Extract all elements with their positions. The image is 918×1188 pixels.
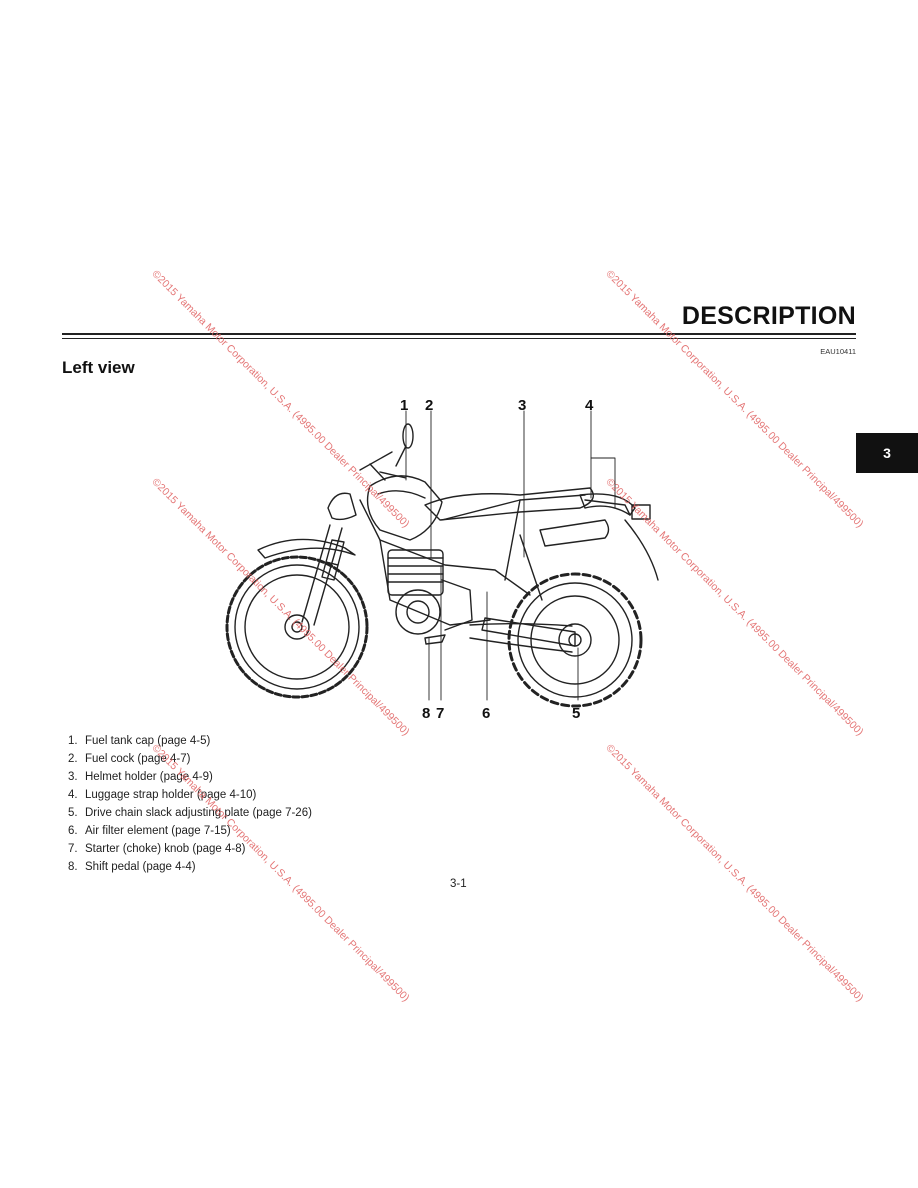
header-rule-thin	[62, 338, 856, 339]
callout-5: 5	[572, 705, 580, 722]
front-wheel	[225, 555, 369, 699]
seat	[424, 487, 594, 521]
page-number: 3-1	[450, 878, 467, 890]
document-code: EAU10411	[820, 347, 856, 356]
exhaust	[539, 519, 610, 547]
section-heading: Left view	[62, 358, 135, 377]
engine	[387, 549, 473, 635]
legend-item: 7.Starter (choke) knob (page 4-8)	[68, 843, 246, 855]
legend-item: 6.Air filter element (page 7-15)	[68, 825, 231, 837]
legend-item: 3.Helmet holder (page 4-9)	[68, 771, 213, 783]
rear-flap	[624, 519, 659, 581]
fuel-tank	[366, 475, 443, 541]
callout-4: 4	[585, 397, 594, 414]
swingarm	[481, 617, 576, 647]
legend-item: 2.Fuel cock (page 4-7)	[68, 753, 191, 765]
rear-wheel	[507, 572, 643, 708]
callout-8: 8	[422, 705, 430, 722]
callout-3: 3	[518, 397, 526, 414]
tail-light	[631, 504, 651, 520]
rear-carrier	[584, 499, 631, 516]
front-fender	[257, 538, 356, 559]
watermark: ©2015 Yamaha Motor Corporation, U.S.A. (…	[603, 742, 866, 1005]
frame	[359, 494, 586, 626]
front-fork	[301, 524, 345, 626]
mirror	[402, 423, 414, 449]
parts-legend: 1.Fuel tank cap (page 4-5) 2.Fuel cock (…	[68, 732, 312, 876]
legend-item: 5.Drive chain slack adjusting plate (pag…	[68, 807, 312, 819]
header-rule-thick	[62, 333, 856, 335]
legend-item: 4.Luggage strap holder (page 4-10)	[68, 789, 257, 801]
legend-item: 8.Shift pedal (page 4-4)	[68, 861, 196, 873]
legend-item: 1.Fuel tank cap (page 4-5)	[68, 735, 211, 747]
callout-1: 1	[400, 397, 408, 414]
drive-chain	[469, 623, 573, 653]
leader-lines	[405, 410, 616, 701]
chapter-tab: 3	[856, 433, 918, 473]
shift-pedal	[424, 634, 446, 645]
headlight	[327, 492, 357, 521]
handlebar	[359, 451, 407, 481]
callout-7: 7	[436, 705, 444, 722]
callout-2: 2	[425, 397, 433, 414]
page-title: DESCRIPTION	[681, 302, 856, 330]
motorcycle-left-view-illustration: 1 2 3 4 5 6 7 8	[225, 397, 659, 722]
callout-6: 6	[482, 705, 490, 722]
